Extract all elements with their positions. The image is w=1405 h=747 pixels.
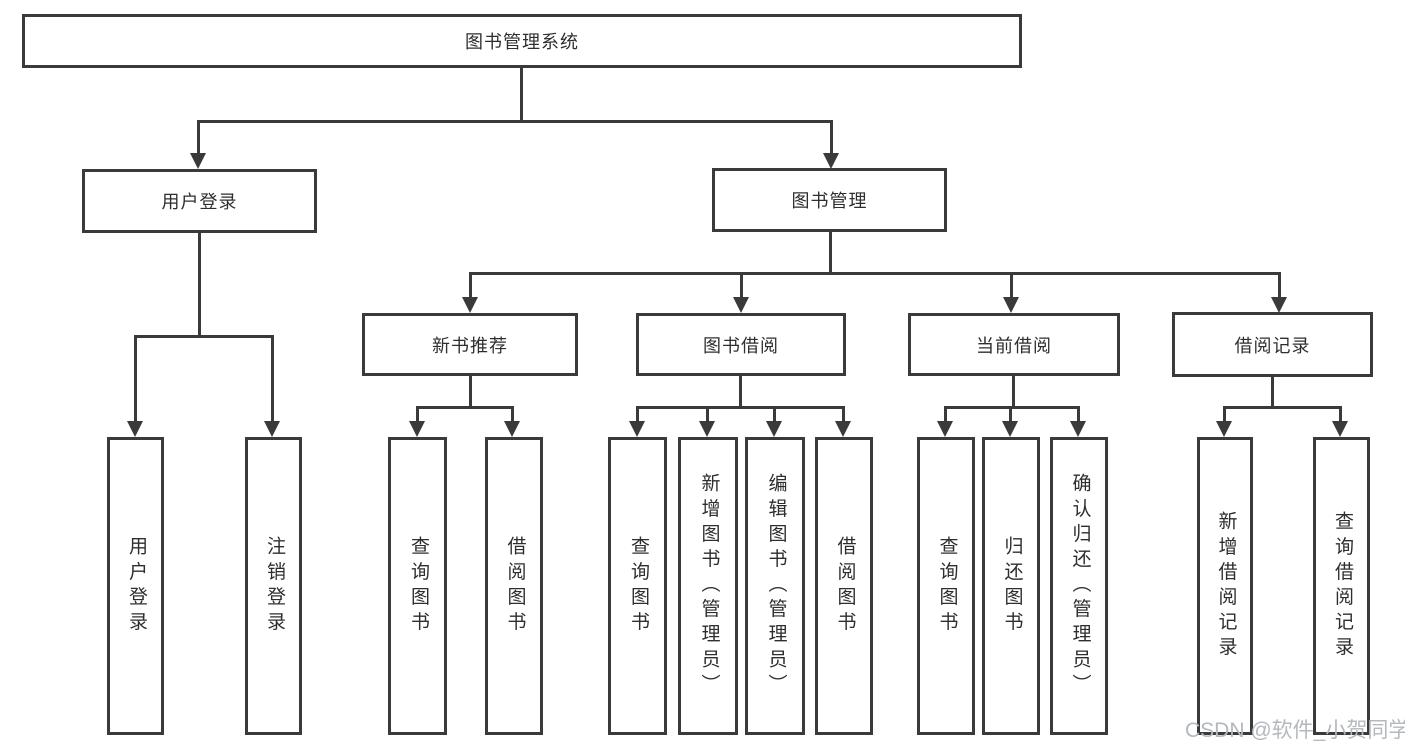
node-borrow-records: 借阅记录 bbox=[1172, 312, 1373, 377]
arrow-down-icon bbox=[766, 421, 782, 437]
leaf-borrow-add: 新增图书（管理员） bbox=[678, 437, 738, 735]
node-book-borrow: 图书借阅 bbox=[636, 313, 846, 376]
node-user-login-label: 用户登录 bbox=[161, 192, 238, 212]
leaf-borrow-query: 查询图书 bbox=[608, 437, 667, 735]
leaf-current-query: 查询图书 bbox=[917, 437, 975, 735]
leaf-current-return-label: 归还图书 bbox=[1001, 535, 1023, 637]
leaf-borrow-borrow-label: 借阅图书 bbox=[834, 535, 856, 637]
arrow-down-icon bbox=[1332, 421, 1348, 437]
arrow-down-icon bbox=[699, 421, 715, 437]
connector-line bbox=[416, 406, 514, 409]
connector-line bbox=[944, 406, 1080, 409]
connector-line bbox=[416, 406, 419, 421]
node-book-borrow-label: 图书借阅 bbox=[703, 335, 779, 356]
connector-line bbox=[198, 233, 201, 335]
leaf-records-query-label: 查询借阅记录 bbox=[1331, 510, 1353, 662]
arrow-down-icon bbox=[190, 153, 206, 169]
node-current-borrow-label: 当前借阅 bbox=[976, 335, 1052, 356]
leaf-records-query: 查询借阅记录 bbox=[1313, 437, 1370, 735]
connector-line bbox=[830, 120, 833, 153]
connector-line bbox=[271, 335, 274, 421]
connector-line bbox=[739, 376, 742, 406]
arrow-down-icon bbox=[629, 421, 645, 437]
leaf-borrow-query-label: 查询图书 bbox=[627, 535, 649, 637]
arrow-down-icon bbox=[462, 297, 478, 313]
connector-line bbox=[636, 406, 639, 421]
connector-line bbox=[706, 406, 709, 421]
node-borrow-records-label: 借阅记录 bbox=[1234, 335, 1311, 356]
csdn-watermark: CSDN @软件_小贺同学 bbox=[1185, 719, 1405, 742]
leaf-current-confirm-label: 确认归还（管理员） bbox=[1069, 473, 1091, 699]
arrow-down-icon bbox=[504, 421, 520, 437]
leaf-user-login: 用户登录 bbox=[107, 437, 164, 735]
connector-line bbox=[1339, 406, 1342, 421]
arrow-down-icon bbox=[823, 153, 839, 169]
connector-line bbox=[1012, 376, 1015, 406]
leaf-current-confirm: 确认归还（管理员） bbox=[1050, 437, 1108, 735]
connector-line bbox=[944, 406, 947, 421]
leaf-records-add-label: 新增借阅记录 bbox=[1215, 510, 1237, 662]
node-root-label: 图书管理系统 bbox=[465, 32, 579, 52]
connector-line bbox=[1009, 406, 1012, 421]
connector-line bbox=[197, 120, 200, 153]
connector-line bbox=[1223, 406, 1341, 409]
connector-line bbox=[829, 232, 832, 272]
leaf-logout-label: 注销登录 bbox=[263, 535, 285, 637]
connector-line bbox=[1077, 406, 1080, 421]
arrow-down-icon bbox=[409, 421, 425, 437]
connector-line bbox=[520, 68, 523, 120]
leaf-borrow-borrow: 借阅图书 bbox=[815, 437, 873, 735]
connector-line bbox=[134, 335, 274, 338]
connector-line bbox=[636, 406, 844, 409]
leaf-newbook-query-label: 查询图书 bbox=[407, 535, 429, 637]
arrow-down-icon bbox=[127, 421, 143, 437]
leaf-borrow-edit: 编辑图书（管理员） bbox=[745, 437, 805, 735]
connector-line bbox=[511, 406, 514, 421]
leaf-newbook-borrow: 借阅图书 bbox=[485, 437, 543, 735]
connector-line bbox=[469, 272, 472, 297]
connector-line bbox=[842, 406, 845, 421]
arrow-down-icon bbox=[1216, 421, 1232, 437]
arrow-down-icon bbox=[937, 421, 953, 437]
node-current-borrow: 当前借阅 bbox=[908, 313, 1120, 376]
leaf-borrow-add-label: 新增图书（管理员） bbox=[698, 473, 720, 699]
node-user-login: 用户登录 bbox=[82, 169, 317, 233]
connector-line bbox=[1223, 406, 1226, 421]
arrow-down-icon bbox=[835, 421, 851, 437]
arrow-down-icon bbox=[1003, 297, 1019, 313]
leaf-newbook-query: 查询图书 bbox=[388, 437, 447, 735]
node-book-management-label: 图书管理 bbox=[791, 191, 868, 211]
connector-line bbox=[469, 272, 1281, 275]
arrow-down-icon bbox=[1002, 421, 1018, 437]
connector-line bbox=[1010, 272, 1013, 297]
connector-line bbox=[1271, 377, 1274, 406]
leaf-records-add: 新增借阅记录 bbox=[1197, 437, 1253, 735]
leaf-logout: 注销登录 bbox=[245, 437, 302, 735]
node-book-management: 图书管理 bbox=[712, 168, 947, 232]
arrow-down-icon bbox=[264, 421, 280, 437]
leaf-current-return: 归还图书 bbox=[982, 437, 1040, 735]
connector-line bbox=[740, 272, 743, 297]
connector-line bbox=[773, 406, 776, 421]
arrow-down-icon bbox=[733, 297, 749, 313]
leaf-user-login-label: 用户登录 bbox=[125, 535, 147, 637]
leaf-newbook-borrow-label: 借阅图书 bbox=[504, 535, 526, 637]
leaf-current-query-label: 查询图书 bbox=[936, 535, 958, 637]
node-root: 图书管理系统 bbox=[22, 14, 1022, 68]
arrow-down-icon bbox=[1070, 421, 1086, 437]
connector-line bbox=[134, 335, 137, 421]
node-new-book-recommend: 新书推荐 bbox=[362, 313, 578, 376]
connector-line bbox=[197, 120, 833, 123]
arrow-down-icon bbox=[1271, 297, 1287, 313]
node-new-book-recommend-label: 新书推荐 bbox=[432, 335, 508, 356]
leaf-borrow-edit-label: 编辑图书（管理员） bbox=[765, 473, 787, 699]
connector-line bbox=[1278, 272, 1281, 297]
connector-line bbox=[469, 376, 472, 406]
